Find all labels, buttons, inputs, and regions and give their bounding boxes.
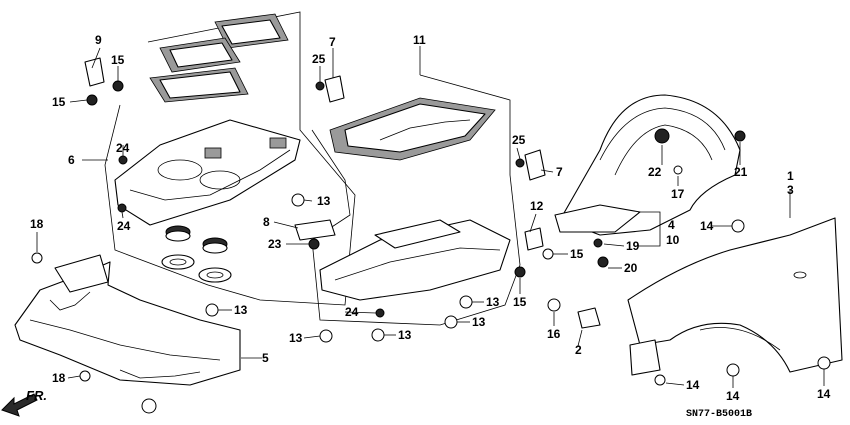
callout-25a: 25 — [312, 52, 326, 66]
callout-20: 20 — [624, 261, 638, 275]
direction-label-fr: FR. — [26, 388, 47, 403]
callout-14a: 14 — [700, 219, 714, 233]
callout-25b: 25 — [512, 133, 526, 147]
callout-9: 9 — [95, 33, 102, 47]
callout-14c: 14 — [726, 389, 740, 403]
engine-under-cover — [14, 254, 241, 386]
insulator-pad-stack-left — [149, 13, 289, 103]
callout-13e: 13 — [486, 295, 500, 309]
under-tray-front-left — [114, 119, 301, 226]
front-fender-panel — [627, 217, 843, 376]
fasteners — [31, 80, 831, 414]
callout-7b: 7 — [556, 165, 563, 179]
callout-19: 19 — [626, 239, 640, 253]
callout-17: 17 — [671, 187, 685, 201]
callout-labels: 1 3 2 4 10 5 6 7 7 8 9 11 12 13 13 13 13… — [30, 33, 831, 403]
callout-2: 2 — [575, 343, 582, 357]
callout-11: 11 — [413, 33, 426, 47]
callout-7a: 7 — [329, 35, 336, 49]
front-fender-liner — [554, 94, 741, 236]
front-direction-arrow — [1, 393, 38, 417]
callout-14d: 14 — [817, 387, 831, 401]
leader-lines — [36, 46, 825, 388]
under-tray-center — [319, 219, 511, 301]
callout-24b: 24 — [117, 219, 131, 233]
plug-grommets — [161, 225, 232, 283]
center-insulator-pad — [329, 97, 496, 161]
callout-21: 21 — [734, 165, 748, 179]
callout-13d: 13 — [398, 328, 412, 342]
callout-13a: 13 — [317, 194, 331, 208]
callout-5: 5 — [262, 351, 269, 365]
callout-14b: 14 — [686, 378, 700, 392]
group-frame-11 — [311, 74, 521, 326]
callout-12: 12 — [530, 199, 544, 213]
callout-18a: 18 — [30, 217, 44, 231]
callout-24a: 24 — [116, 141, 130, 155]
callout-24c: 24 — [345, 305, 359, 319]
callout-15d: 15 — [513, 295, 527, 309]
diagram-code: SN77-B5001B — [686, 409, 752, 420]
callout-13b: 13 — [234, 303, 248, 317]
callout-13c: 13 — [289, 331, 303, 345]
callout-18b: 18 — [52, 371, 66, 385]
callout-13f: 13 — [472, 315, 486, 329]
callout-22: 22 — [648, 165, 662, 179]
callout-1: 1 — [787, 169, 794, 183]
callout-15b: 15 — [52, 95, 66, 109]
callout-8: 8 — [263, 215, 270, 229]
callout-23: 23 — [268, 237, 282, 251]
brackets — [84, 57, 601, 329]
callout-10: 10 — [666, 233, 680, 247]
group-frame-6 — [104, 11, 356, 306]
callout-3: 3 — [787, 183, 794, 197]
callout-15c: 15 — [570, 247, 584, 261]
callout-6: 6 — [68, 153, 75, 167]
callout-15a: 15 — [111, 53, 125, 67]
callout-16: 16 — [547, 327, 561, 341]
callout-4: 4 — [668, 218, 675, 232]
